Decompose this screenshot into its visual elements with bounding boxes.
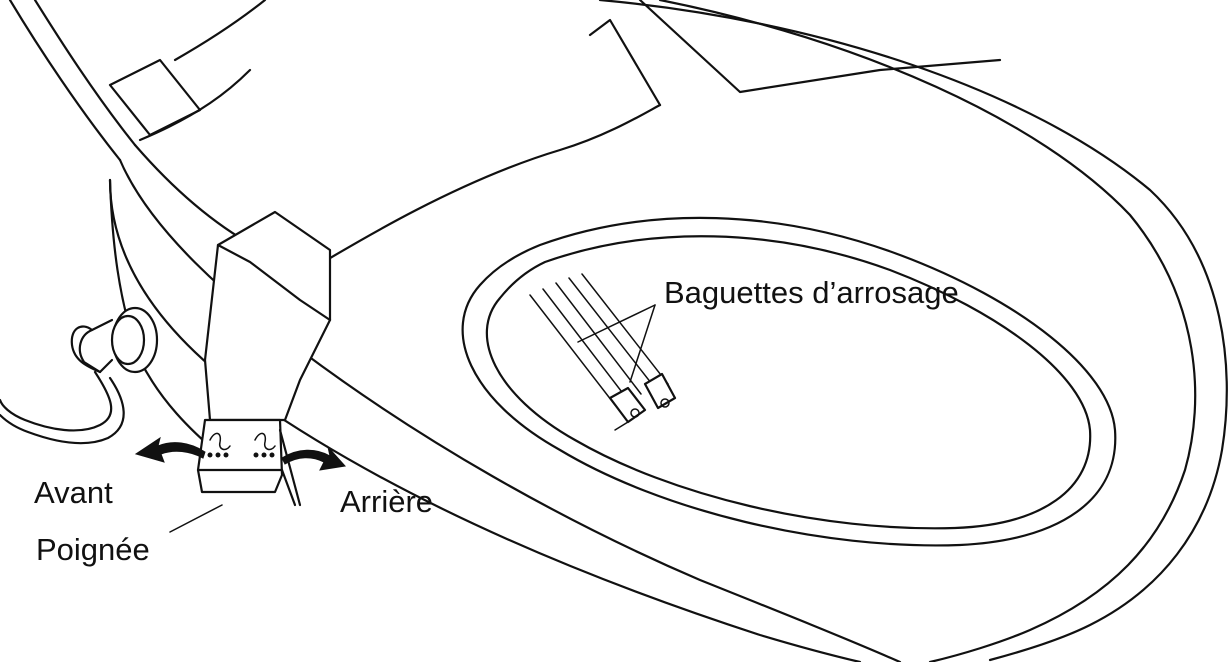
- water-inlet: [0, 306, 159, 445]
- front-label: Avant: [34, 475, 113, 510]
- spray-wands: [529, 273, 677, 431]
- leader-lines: [169, 304, 656, 533]
- back-label: Arrière: [340, 484, 433, 519]
- spray-wands-label: Baguettes d’arrosage: [664, 275, 959, 310]
- handle-label: Poignée: [36, 532, 150, 567]
- bowl-opening: [461, 216, 1117, 547]
- hinge-cover: [8, 0, 1002, 272]
- side-panel: [203, 210, 332, 422]
- back-arrow-icon: [281, 445, 346, 471]
- handle: [196, 418, 302, 507]
- front-arrow-icon: [134, 436, 206, 463]
